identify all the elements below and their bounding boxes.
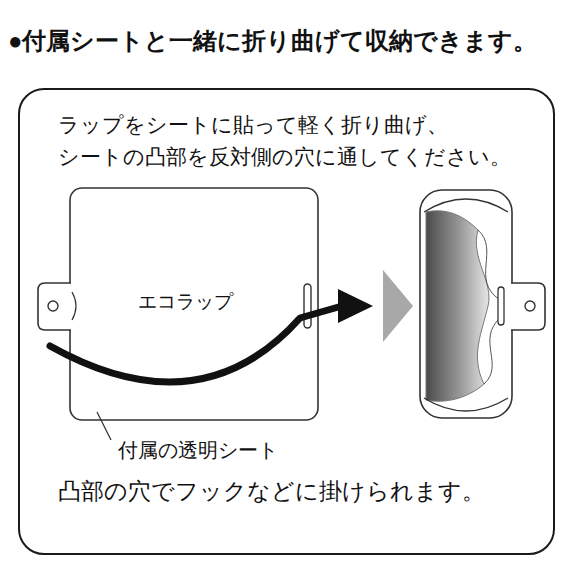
roll-edge (424, 398, 508, 411)
sheet-slot (304, 284, 311, 328)
tab-hole (48, 301, 58, 311)
roll-edge (424, 199, 508, 212)
folded-wrap (426, 211, 489, 401)
sheet-tab (511, 283, 545, 330)
transparent-sheet (70, 188, 318, 420)
step-triangle (383, 270, 413, 342)
wrap-shape: エコラップ (85, 200, 305, 412)
part-label: 付属の透明シート (118, 437, 278, 463)
leader-line (97, 412, 111, 440)
title: ●付属シートと一緒に折り曲げて収納できます。 (8, 27, 538, 56)
fold-mark (72, 292, 76, 320)
fold-arrow (50, 306, 342, 382)
wrap-outline-path (88, 203, 302, 409)
wrap-edge (484, 318, 500, 384)
instruction-text: ラップをシートに貼って軽く折り曲げ、 シートの凸部を反対側の穴に通してください。 (58, 109, 538, 172)
arrow-head (338, 289, 373, 323)
sheet-slot (498, 287, 504, 325)
wrap-edge (478, 230, 500, 300)
tab-hole (525, 301, 535, 311)
instruction-panel: ラップをシートに貼って軽く折り曲げ、 シートの凸部を反対側の穴に通してください。… (18, 88, 555, 555)
folded-sheet (420, 190, 512, 418)
note-text: 凸部の穴でフックなどに掛けられます。 (58, 474, 538, 509)
sheet-tab (38, 283, 71, 330)
wrap-label: エコラップ (138, 288, 233, 317)
